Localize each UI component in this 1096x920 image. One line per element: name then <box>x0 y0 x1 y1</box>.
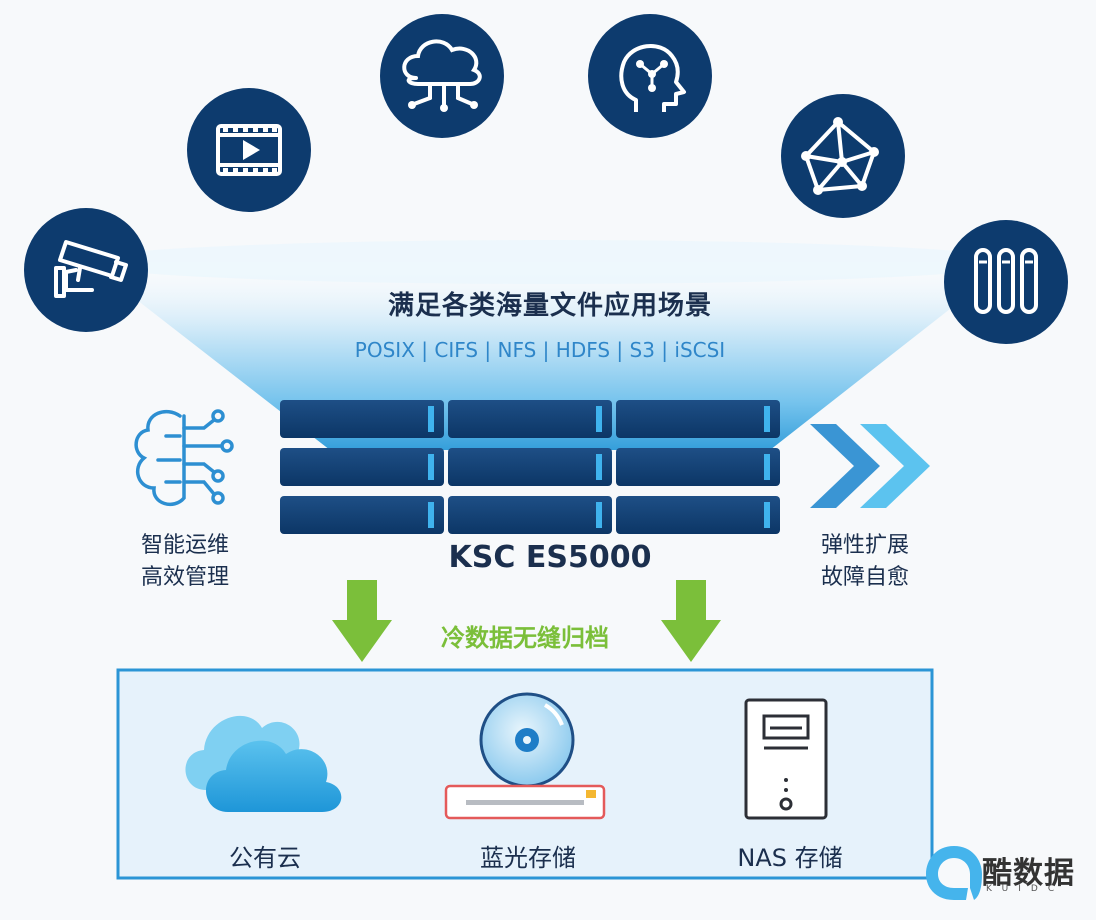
public-cloud-icon <box>185 715 342 812</box>
product-name: KSC ES5000 <box>448 540 652 575</box>
double-chevron-icon <box>810 424 930 508</box>
target-label-nas: NAS 存储 <box>737 844 843 872</box>
right-feature-line1: 弹性扩展 <box>820 533 909 558</box>
server-indicator <box>428 406 434 432</box>
server-indicator <box>596 454 602 480</box>
left-feature-line2: 高效管理 <box>140 565 229 590</box>
green-down-arrow-right <box>661 580 721 662</box>
watermark-logo-icon <box>926 846 982 900</box>
server-unit <box>616 400 780 438</box>
video-icon <box>187 88 311 212</box>
rack-icon <box>944 220 1068 344</box>
server-unit <box>280 496 444 534</box>
left-feature-line1: 智能运维 <box>140 533 229 558</box>
brain-circuit-icon <box>134 409 234 507</box>
server-unit <box>616 496 780 534</box>
watermark-subtext: KUIDC <box>986 884 1065 894</box>
target-label-cloud: 公有云 <box>229 844 301 872</box>
server-unit <box>280 400 444 438</box>
server-unit <box>448 448 612 486</box>
server-indicator <box>764 406 770 432</box>
server-stack <box>280 400 780 534</box>
server-indicator <box>596 502 602 528</box>
archive-label: 冷数据无缝归档 <box>441 624 609 652</box>
scenario-title: 满足各类海量文件应用场景 <box>387 291 712 321</box>
right-feature-line2: 故障自愈 <box>820 565 909 590</box>
network-mesh-icon <box>781 94 905 218</box>
green-down-arrow-left <box>332 580 392 662</box>
cloud-network-icon <box>380 14 504 138</box>
server-indicator <box>596 406 602 432</box>
server-indicator <box>428 502 434 528</box>
camera-icon <box>24 208 148 332</box>
watermark-text: 酷数据 <box>982 856 1075 891</box>
server-unit <box>448 496 612 534</box>
nas-server-icon <box>744 698 828 820</box>
ai-head-icon <box>588 14 712 138</box>
server-unit <box>448 400 612 438</box>
server-indicator <box>428 454 434 480</box>
beam-top-glow <box>79 240 1019 284</box>
target-label-bluray: 蓝光存储 <box>480 844 576 872</box>
server-indicator <box>764 454 770 480</box>
protocol-list: POSIX | CIFS | NFS | HDFS | S3 | iSCSI <box>354 338 726 362</box>
bluray-disc-icon <box>444 692 606 820</box>
server-unit <box>280 448 444 486</box>
server-unit <box>616 448 780 486</box>
server-indicator <box>764 502 770 528</box>
